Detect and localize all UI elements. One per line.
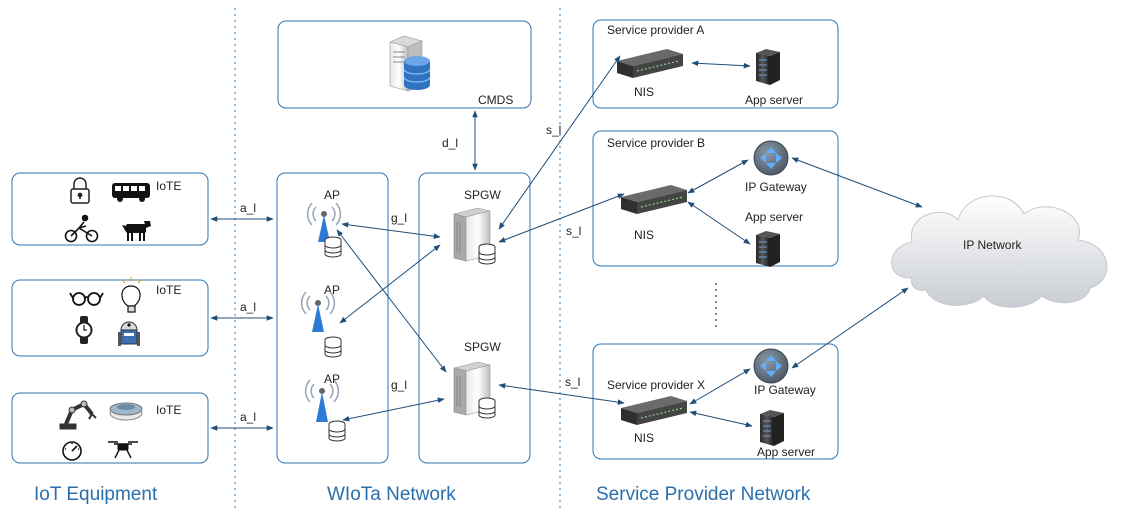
cow-icon <box>122 221 151 241</box>
nis-switch-icon <box>621 185 687 214</box>
antenna-icon <box>300 291 336 332</box>
section-title-wiota-network: WIoTa Network <box>327 484 456 505</box>
provider-name: Service provider A <box>607 23 704 37</box>
access-point-1: AP <box>306 188 342 258</box>
glasses-icon <box>69 292 104 306</box>
s-link-arrows <box>498 55 625 405</box>
database-icon <box>324 236 342 258</box>
database-icon <box>478 243 496 265</box>
ap-group-box <box>276 172 389 464</box>
robot-arm-icon <box>59 400 97 430</box>
smoke-detector-icon <box>109 402 143 421</box>
nis-label: NIS <box>634 85 654 99</box>
cmds-box: CMDS <box>277 20 532 109</box>
iote-label: IoTE <box>156 403 181 417</box>
database-icon <box>324 336 342 358</box>
s-link-label: s_l <box>546 123 561 137</box>
ap-label: AP <box>324 188 340 202</box>
section-title-iot-equipment: IoT Equipment <box>34 484 158 505</box>
a-link-label: a_l <box>240 410 256 424</box>
g-link-label: g_l <box>391 378 407 392</box>
service-provider-x-box: Service provider X NIS IP Gateway App se… <box>592 343 839 460</box>
ip-gateway-icon <box>753 348 789 384</box>
a-link-label: a_l <box>240 201 256 215</box>
access-point-3: AP <box>304 372 346 442</box>
database-icon <box>478 397 496 419</box>
section-title-service-provider-network: Service Provider Network <box>596 484 811 505</box>
d-link-label: d_l <box>442 136 458 150</box>
app-server-icon <box>760 410 784 446</box>
ip-network-cloud: IP Network <box>891 195 1108 308</box>
provider-name: Service provider B <box>607 136 705 150</box>
nis-label: NIS <box>634 431 654 445</box>
app-server-icon <box>756 49 780 85</box>
provider-name: Service provider X <box>607 378 705 392</box>
drone-icon <box>108 441 138 459</box>
ip-gateway-label: IP Gateway <box>754 383 816 397</box>
gauge-icon <box>62 441 82 461</box>
ap-label: AP <box>324 283 340 297</box>
nis-label: NIS <box>634 228 654 242</box>
g-link-label: g_l <box>391 211 407 225</box>
cmds-label: CMDS <box>478 93 513 107</box>
antenna-icon <box>304 379 340 422</box>
spgw-label: SPGW <box>464 340 501 354</box>
ip-network-label: IP Network <box>963 238 1022 252</box>
service-provider-a-box: Service provider A NIS App server <box>592 19 839 109</box>
g-link-arrows <box>336 222 447 422</box>
app-server-label: App server <box>745 210 803 224</box>
service-provider-b-box: Service provider B NIS IP Gateway App se… <box>592 130 839 267</box>
ip-gateway-label: IP Gateway <box>745 180 807 194</box>
lightbulb-icon <box>121 277 142 313</box>
database-server-icon <box>389 35 431 92</box>
app-server-icon <box>756 231 780 267</box>
spgw-2: SPGW <box>453 340 501 419</box>
s-link-label: s_l <box>565 375 580 389</box>
antenna-icon <box>306 202 342 242</box>
lock-icon <box>70 177 90 204</box>
gateway-b-to-cloud-arrow <box>791 157 923 208</box>
spgw-label: SPGW <box>464 188 501 202</box>
server-icon <box>453 207 491 262</box>
iote-box-1: IoTE <box>11 172 209 246</box>
bicycle-icon <box>64 214 99 243</box>
bus-icon <box>112 183 150 202</box>
server-icon <box>453 361 491 416</box>
ip-gateway-icon <box>753 140 789 176</box>
gateway-x-to-cloud-arrow <box>791 287 909 369</box>
a-link-arrows <box>210 216 274 431</box>
spgw-1: SPGW <box>453 188 501 265</box>
nis-switch-icon <box>617 49 683 78</box>
app-server-label: App server <box>757 445 815 459</box>
s-link-label: s_l <box>566 224 581 238</box>
nis-switch-icon <box>621 396 687 425</box>
iote-label: IoTE <box>156 179 181 193</box>
watch-icon <box>75 316 93 344</box>
iote-box-2: IoTE <box>11 277 209 357</box>
iote-box-3: IoTE <box>11 392 209 464</box>
app-server-label: App server <box>745 93 803 107</box>
a-link-label: a_l <box>240 300 256 314</box>
iote-label: IoTE <box>156 283 181 297</box>
database-icon <box>328 420 346 442</box>
robot-icon <box>118 321 140 346</box>
